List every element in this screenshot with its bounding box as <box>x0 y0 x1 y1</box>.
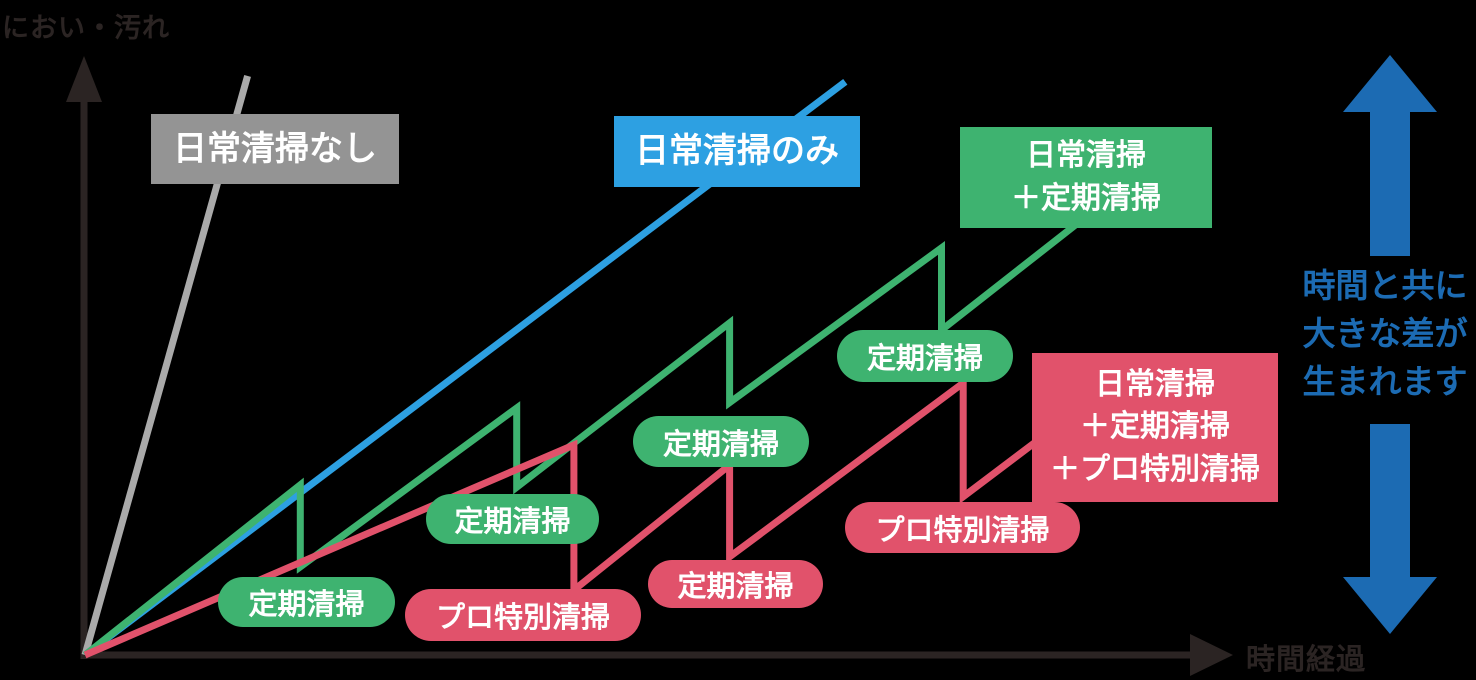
label-daily-periodic-pro: 日常清掃 ＋定期清掃 ＋プロ特別清掃 <box>1032 353 1278 502</box>
pill-periodic-cleaning-2: 定期清掃 <box>426 494 599 544</box>
y-axis-arrow-icon <box>66 56 102 102</box>
up-arrow-icon <box>1343 55 1437 256</box>
pill-periodic-cleaning-1: 定期清掃 <box>218 577 395 627</box>
x-axis-label: 時間経過 <box>1246 644 1367 676</box>
series-daily-periodic-pro <box>83 376 1087 659</box>
label-line: 日常清掃 <box>1095 367 1215 401</box>
side-note-line-2: 大きな差が <box>1302 315 1468 352</box>
label-no-daily-cleaning: 日常清掃なし <box>151 114 399 184</box>
label-line: 日常清掃 <box>1026 138 1146 172</box>
pill-periodic-cleaning-red: 定期清掃 <box>648 560 823 608</box>
label-line: ＋定期清掃 <box>1080 410 1230 444</box>
series-daily-plus-periodic <box>82 152 1167 658</box>
side-note-line-3: 生まれます <box>1302 363 1468 400</box>
label-line: ＋プロ特別清掃 <box>1050 452 1260 486</box>
x-axis-arrow-icon <box>1190 634 1233 676</box>
pill-periodic-cleaning-4: 定期清掃 <box>837 330 1013 382</box>
label-line: 日常清掃なし <box>173 129 377 168</box>
label-daily-plus-periodic: 日常清掃 ＋定期清掃 <box>960 127 1212 228</box>
label-line: ＋定期清掃 <box>1011 181 1161 215</box>
side-note: 時間と共に 大きな差が 生まれます <box>1292 262 1476 406</box>
pill-pro-special-cleaning-2: プロ特別清掃 <box>845 502 1080 553</box>
down-arrow-icon <box>1343 424 1437 634</box>
y-axis-label: におい・汚れ <box>2 13 170 43</box>
label-daily-only: 日常清掃のみ <box>614 116 860 187</box>
pill-pro-special-cleaning-1: プロ特別清掃 <box>405 589 641 641</box>
side-note-line-1: 時間と共に <box>1302 267 1468 304</box>
label-line: 日常清掃のみ <box>635 132 839 171</box>
pill-periodic-cleaning-3: 定期清掃 <box>633 416 809 467</box>
